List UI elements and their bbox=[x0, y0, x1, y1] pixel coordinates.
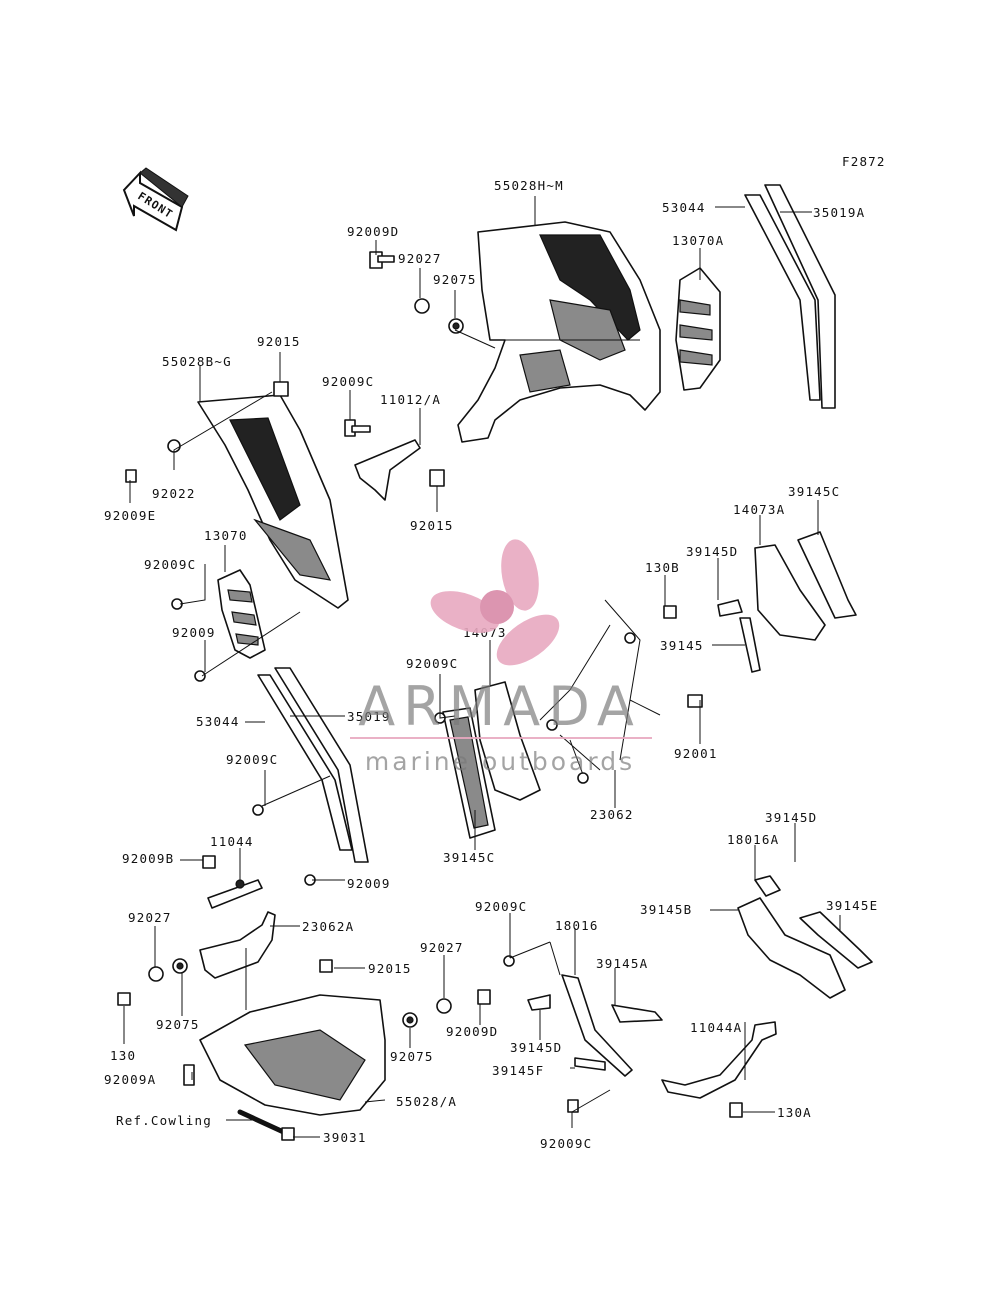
part-label: 11044A bbox=[690, 1020, 742, 1035]
part-label: 13070A bbox=[672, 233, 724, 248]
part-label: 92075 bbox=[156, 1017, 200, 1032]
part-label: 39145D bbox=[686, 544, 738, 559]
part-label: 92009D bbox=[446, 1024, 498, 1039]
bracket-23062a bbox=[199, 911, 276, 979]
part-label: 92009C bbox=[406, 656, 458, 671]
part-label: 92009C bbox=[540, 1136, 592, 1151]
part-label: 92027 bbox=[128, 910, 172, 925]
part-label: 92009B bbox=[122, 851, 174, 866]
fastener-hardware bbox=[117, 251, 743, 1118]
part-label: 11044 bbox=[210, 834, 254, 849]
part-label: 92009C bbox=[226, 752, 278, 767]
part-label: 39145B bbox=[640, 902, 692, 917]
part-label: 39145C bbox=[788, 484, 840, 499]
part-label: 55028B~G bbox=[162, 354, 232, 369]
part-label: Ref.Cowling bbox=[116, 1113, 212, 1128]
part-label: 53044 bbox=[662, 200, 706, 215]
part-label: 14073A bbox=[733, 502, 785, 517]
part-label: 92009A bbox=[104, 1072, 156, 1087]
part-label: 92009E bbox=[104, 508, 156, 523]
part-label: 92015 bbox=[257, 334, 301, 349]
part-label: 92022 bbox=[152, 486, 196, 501]
part-label: 92009C bbox=[475, 899, 527, 914]
part-label: 92001 bbox=[674, 746, 718, 761]
part-label: 39145 bbox=[660, 638, 704, 653]
part-label: 92075 bbox=[390, 1049, 434, 1064]
part-label: 92009C bbox=[322, 374, 374, 389]
inner-panel-14073a bbox=[717, 531, 857, 673]
bracket-11044 bbox=[207, 879, 263, 909]
part-label: 130A bbox=[777, 1105, 812, 1120]
part-label: 92075 bbox=[433, 272, 477, 287]
part-label: 92009 bbox=[347, 876, 391, 891]
leader-lines bbox=[123, 196, 841, 1138]
part-label: 23062A bbox=[302, 919, 354, 934]
part-label: 130 bbox=[110, 1048, 136, 1063]
part-label: 13070 bbox=[204, 528, 248, 543]
bracket-18016 bbox=[527, 974, 663, 1077]
part-label: 18016 bbox=[555, 918, 599, 933]
air-duct-a bbox=[675, 267, 721, 391]
part-label: 39145F bbox=[492, 1063, 544, 1078]
part-label: 92027 bbox=[398, 251, 442, 266]
part-label: 39031 bbox=[323, 1130, 367, 1145]
part-label: 55028/A bbox=[396, 1094, 457, 1109]
bracket-11044a bbox=[661, 1021, 777, 1099]
watermark: ARMADA marine outboards bbox=[350, 539, 652, 776]
part-label: 92009C bbox=[144, 557, 196, 572]
lower-cowling-panel bbox=[199, 994, 386, 1116]
part-label: 35019 bbox=[347, 709, 391, 724]
lower-duct-right bbox=[737, 875, 873, 999]
part-label: 92009 bbox=[172, 625, 216, 640]
part-label: 92027 bbox=[420, 940, 464, 955]
part-label: 39145D bbox=[510, 1040, 562, 1055]
pin-39031 bbox=[237, 1109, 295, 1141]
seal-strip-upper bbox=[744, 184, 836, 409]
part-label: 39145C bbox=[443, 850, 495, 865]
part-label: 92015 bbox=[410, 518, 454, 533]
part-labels: 55028H~M 53044 35019A 92009D 92027 92075… bbox=[104, 178, 878, 1151]
part-label: 39145E bbox=[826, 898, 878, 913]
frame-bracket-23062 bbox=[539, 599, 661, 784]
watermark-brand: ARMADA bbox=[358, 675, 642, 738]
air-duct bbox=[217, 569, 266, 659]
watermark-tagline: marine outboards bbox=[365, 747, 635, 776]
part-label: 35019A bbox=[813, 205, 865, 220]
part-label: 11012/A bbox=[380, 392, 441, 407]
part-label: 130B bbox=[645, 560, 680, 575]
part-label: 92015 bbox=[368, 961, 412, 976]
front-arrow-icon: FRONT bbox=[122, 167, 189, 232]
bracket-11012 bbox=[354, 439, 421, 501]
part-label: 39145D bbox=[765, 810, 817, 825]
part-label: 23062 bbox=[590, 807, 634, 822]
part-label: 53044 bbox=[196, 714, 240, 729]
part-label: 92009D bbox=[347, 224, 399, 239]
upper-cowling-panel bbox=[457, 221, 661, 443]
part-label: 18016A bbox=[727, 832, 779, 847]
part-label: 55028H~M bbox=[494, 178, 564, 193]
side-cowling-panel bbox=[197, 394, 349, 609]
figure-code: F2872 bbox=[842, 154, 886, 169]
propeller-logo-icon bbox=[430, 539, 560, 666]
inner-panel-14073 bbox=[442, 681, 541, 839]
part-label: 39145A bbox=[596, 956, 648, 971]
